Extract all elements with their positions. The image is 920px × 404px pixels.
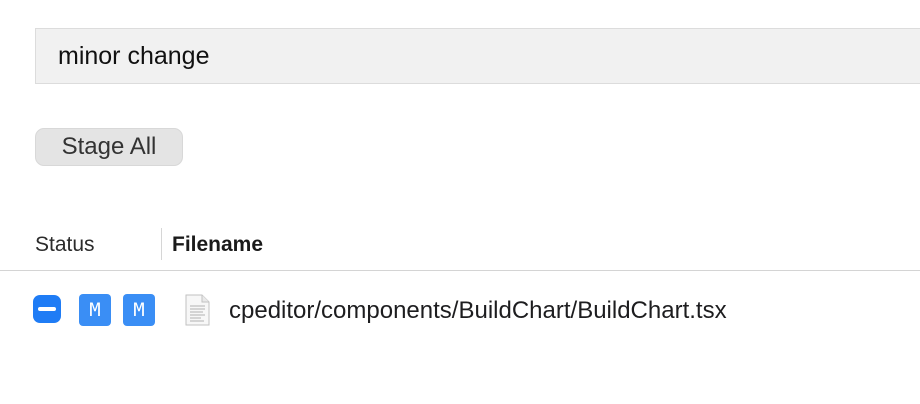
table-header-divider: [0, 270, 920, 271]
table-row[interactable]: M M cpeditor/components/BuildChart/Build…: [0, 292, 920, 330]
unstage-toggle[interactable]: [33, 295, 61, 323]
minus-icon: [38, 307, 56, 311]
file-path[interactable]: cpeditor/components/BuildChart/BuildChar…: [229, 297, 727, 324]
column-divider[interactable]: [161, 228, 162, 260]
worktree-status-badge: M: [123, 294, 155, 326]
stage-all-button[interactable]: Stage All: [35, 128, 183, 166]
document-icon: [185, 294, 210, 326]
index-status-badge: M: [79, 294, 111, 326]
commit-message-input[interactable]: [35, 28, 920, 84]
column-header-filename[interactable]: Filename: [172, 233, 264, 256]
column-header-status[interactable]: Status: [35, 233, 95, 256]
